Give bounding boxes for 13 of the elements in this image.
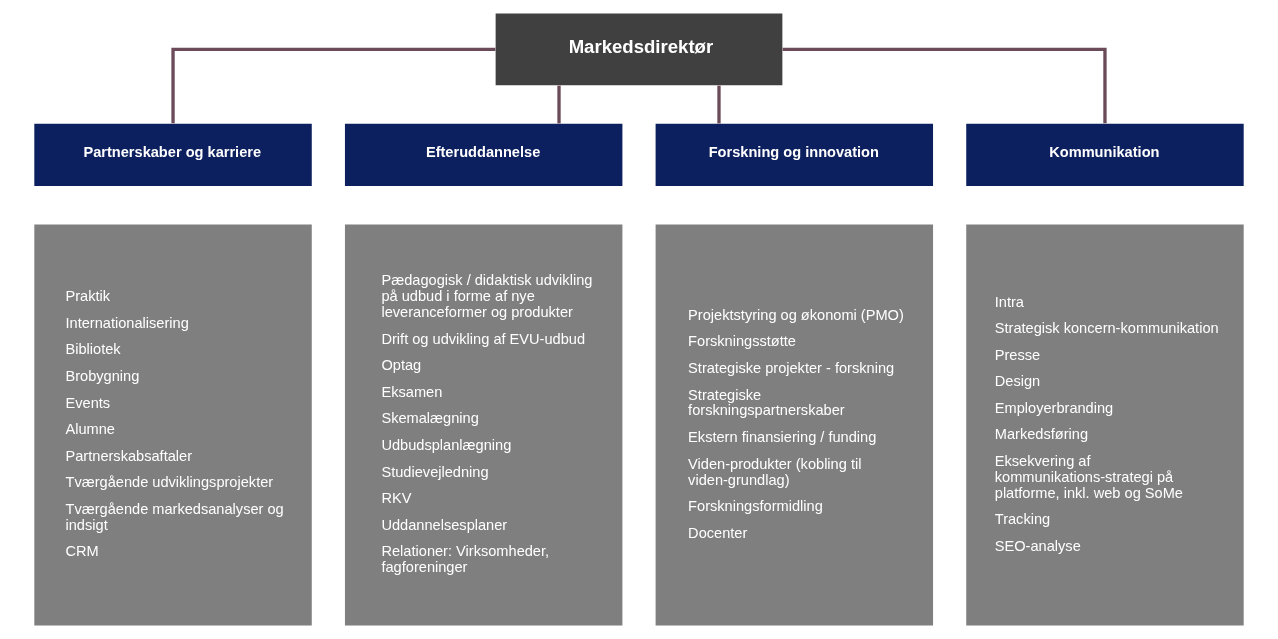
node-box: Pædagogisk / didaktisk udvikling på udbud i forme af nye leveranceformer og produkter Drift og udvikling af EVU-udbud Optag Eksamen Skemalægning Udbudsplanlægning Studievejledning RKV Uddannelsesplaner Relationer: Virksomheder, fagforeninger <box>344 224 623 626</box>
node-box: Forskning og innovation <box>655 123 934 187</box>
node-box: Intra Strategisk koncern-kommunikation Presse Design Employerbranding Markedsføring Eksekvering af kommunikations-strategi på platforme, inkl. web og SoMe Tracking SEO-analyse <box>966 224 1244 626</box>
node-box: Projektstyring og økonomi (PMO) Forskningsstøtte Strategiske projekter - forskning Strategiske forskningspartnerskaber Ekstern finansiering / funding Viden-produkter (kobling til viden-grundlag) Forskningsformidling Docenter <box>655 224 934 626</box>
node-box: Partnerskaber og karriere <box>34 123 312 187</box>
node-box: Kommunikation <box>966 123 1244 187</box>
connector <box>717 85 721 124</box>
connector <box>782 47 1107 124</box>
connector <box>557 85 561 124</box>
node-box: Efteruddannelse <box>344 123 623 187</box>
connector <box>171 47 496 124</box>
node-box: Markedsdirektør <box>495 13 783 86</box>
node-box: Praktik Internationalisering Bibliotek Brobygning Events Alumne Partnerskabsaftaler Tværgående udviklingsprojekter Tværgående markedsanalyser og indsigt CRM <box>34 224 312 626</box>
